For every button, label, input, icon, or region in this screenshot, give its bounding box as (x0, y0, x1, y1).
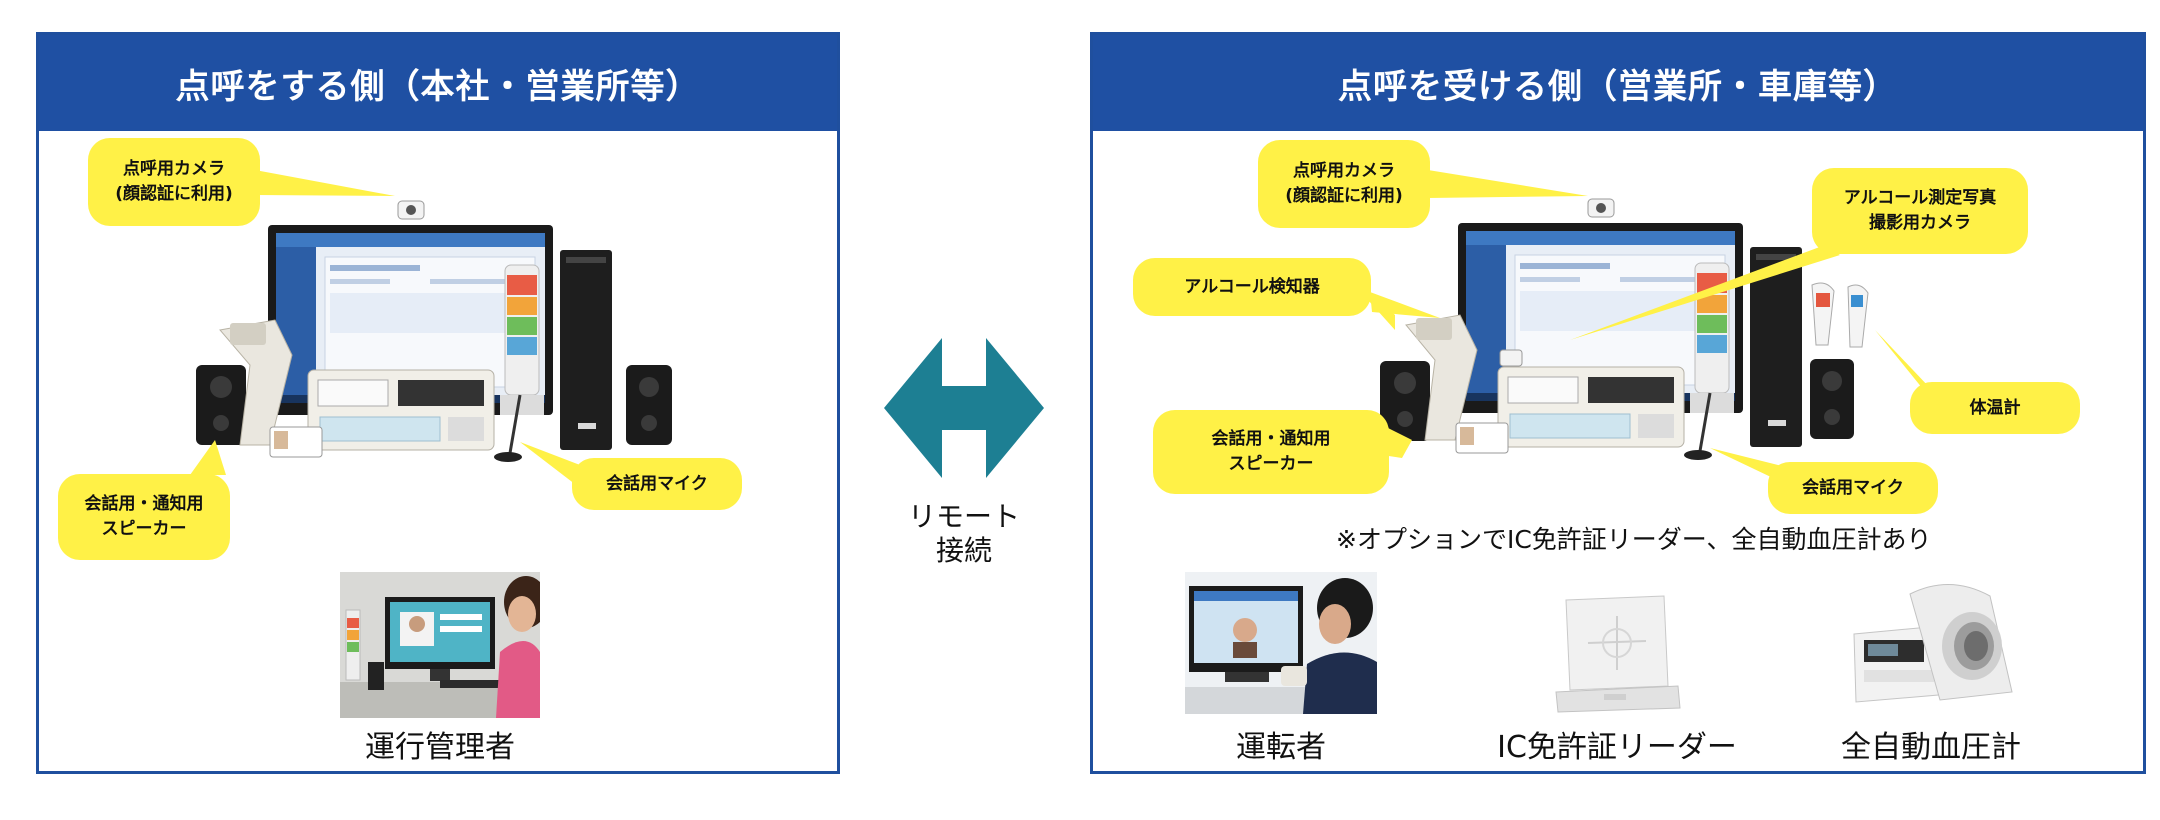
alcohol-detector (1405, 314, 1478, 441)
option-note: ※オプションでIC免許証リーダー、全自動血圧計あり (1336, 525, 1932, 554)
operator-photo (340, 572, 540, 718)
ic-reader-photo (1548, 590, 1686, 714)
right-callout-mic: 会話用マイク (1768, 462, 1938, 514)
left-callout-mic: 会話用マイク (572, 458, 742, 510)
microphone (1698, 392, 1712, 452)
bidirectional-arrow (884, 338, 1044, 478)
left-callout-speaker: 会話用・通知用 スピーカー (58, 474, 230, 560)
left-equipment-illustration (196, 200, 672, 462)
operator-label: 運行管理者 (365, 730, 515, 765)
tower-pc (560, 250, 612, 450)
speaker-right (626, 365, 672, 445)
driver-label: 運転者 (1236, 730, 1326, 765)
right-callout-camera: 点呼用カメラ (顔認証に利用) (1258, 140, 1430, 228)
thermometer-devices (1811, 282, 1869, 348)
right-equipment-illustration (1380, 198, 1869, 460)
speaker-right (1810, 359, 1854, 439)
blood-pressure-label: 全自動血圧計 (1841, 730, 2021, 765)
right-callout-alcohol-camera: アルコール測定写真 撮影用カメラ (1812, 168, 2028, 254)
right-callout-speaker: 会話用・通知用 スピーカー (1153, 410, 1389, 494)
speaker-left (196, 365, 246, 445)
tower-pc (1750, 247, 1802, 447)
left-callout-camera: 点呼用カメラ (顔認証に利用) (88, 138, 260, 226)
speaker-left (1380, 361, 1430, 441)
microphone (508, 394, 522, 454)
driver-photo (1185, 572, 1377, 714)
alcohol-photo-camera (1499, 349, 1523, 367)
blood-pressure-photo (1840, 574, 2022, 714)
right-callout-thermometer: 体温計 (1910, 382, 2080, 434)
ic-reader-label: IC免許証リーダー (1497, 730, 1737, 765)
connection-label: リモート 接続 (907, 500, 1020, 567)
right-panel-title: 点呼を受ける側（営業所・車庫等） (1093, 35, 2143, 131)
left-panel-title: 点呼をする側（本社・営業所等） (39, 35, 837, 131)
right-callout-alcohol-detector: アルコール検知器 (1133, 258, 1371, 316)
